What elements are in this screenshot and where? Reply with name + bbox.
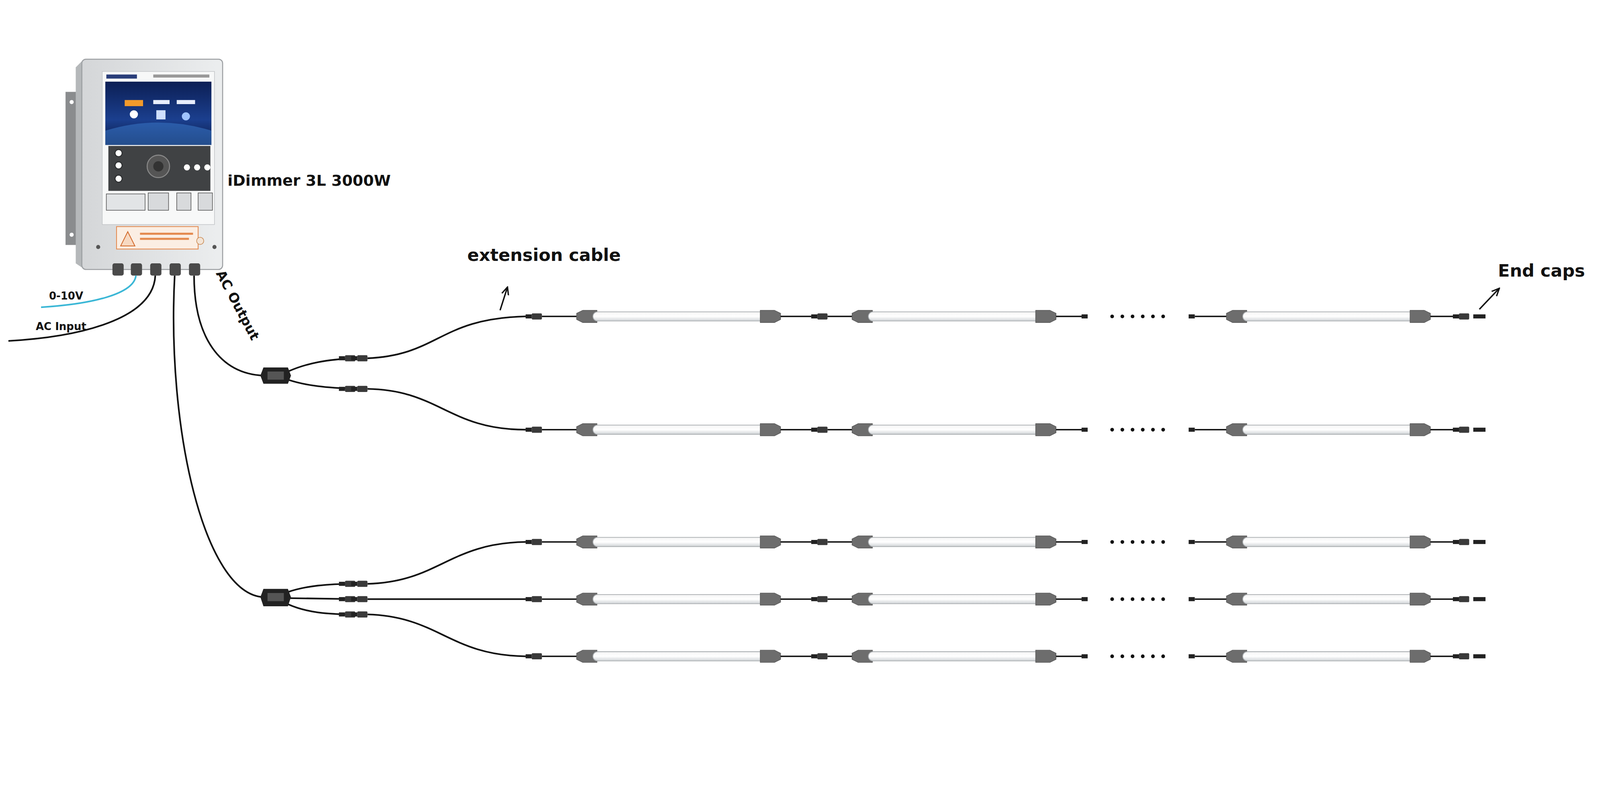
callout-label: AC Output [212,267,263,343]
dimmer-unit [65,59,223,276]
leader-arrow [500,287,508,311]
device-name: iDimmer 3L 3000W [227,171,391,190]
ac-input-cable [8,275,156,341]
led-tube-rows [525,310,1486,663]
signal-cable [40,275,136,307]
callout-label: AC Input [35,320,87,333]
splitter [260,367,291,606]
device-node: iDimmer 3L 3000W [79,59,223,271]
cable-plugs [338,354,368,617]
leader-arrow [1479,288,1499,309]
callout-label: 0-10V [49,289,84,302]
callout-label: extension cable [467,244,621,265]
output-cables [173,275,526,656]
callout-label: End caps [1497,260,1586,281]
